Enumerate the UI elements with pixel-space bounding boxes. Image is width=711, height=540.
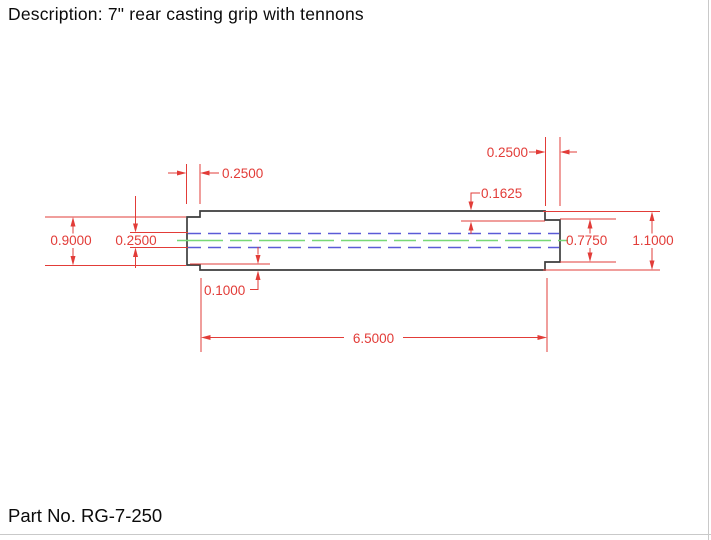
hidden-lines-group: [188, 232, 559, 249]
arrowhead: [587, 252, 593, 262]
dimension-labels-group: 0.2500 0.2500 0.1625 0.9000 0.2500 0.775…: [50, 145, 673, 346]
arrowhead: [133, 223, 138, 233]
dim-right-tenon-diameter-label: 0.7750: [566, 233, 607, 248]
drawing-description: Description: 7" rear casting grip with t…: [8, 4, 364, 24]
window-border-right: [708, 0, 709, 540]
arrowhead: [70, 217, 76, 227]
dimension-arrowheads: [70, 149, 655, 340]
arrowhead: [133, 247, 138, 257]
dim-left-dia-ext-lines: [45, 216, 186, 266]
arrowhead: [177, 170, 187, 176]
dimension-lines-group: [45, 137, 660, 352]
arrowhead: [537, 335, 547, 340]
arrowhead: [649, 211, 655, 221]
arrowhead: [200, 170, 210, 176]
dim-body-length-ext-lines: [200, 278, 548, 352]
dim-right-dia-ext-lines: [560, 218, 616, 263]
dim-bore-ext-lines: [130, 232, 188, 248]
dim-left-tenon-diameter-label: 0.9000: [50, 233, 91, 248]
dim-right-step-leader: [470, 192, 480, 202]
arrowhead: [70, 256, 76, 266]
arrowhead: [649, 260, 655, 270]
dim-body-length-label: 6.5000: [353, 331, 394, 346]
dim-bore-diameter-label: 0.2500: [115, 233, 156, 248]
dim-right-step-depth-label: 0.1625: [481, 186, 522, 201]
dim-left-tenon-ext-lines: [186, 164, 201, 204]
arrowhead: [201, 335, 211, 340]
arrowhead: [536, 149, 546, 155]
arrowhead: [587, 219, 593, 229]
dim-body-diameter-label: 1.1000: [632, 233, 673, 248]
arrowhead: [255, 255, 261, 264]
dim-right-tenon-length-label: 0.2500: [487, 145, 528, 160]
part-number: Part No. RG-7-250: [8, 505, 163, 526]
arrowhead: [468, 221, 474, 231]
window-border-bottom: [0, 534, 711, 535]
dim-left-step-leader: [250, 280, 259, 290]
dim-right-tenon-ext-lines: [545, 137, 561, 206]
arrowhead: [560, 149, 570, 155]
dim-left-step-depth-label: 0.1000: [204, 283, 245, 298]
dim-left-tenon-length-label: 0.2500: [222, 166, 263, 181]
arrowhead: [468, 201, 474, 211]
arrowhead: [255, 270, 261, 280]
dim-body-dia-ext-lines: [543, 211, 660, 271]
